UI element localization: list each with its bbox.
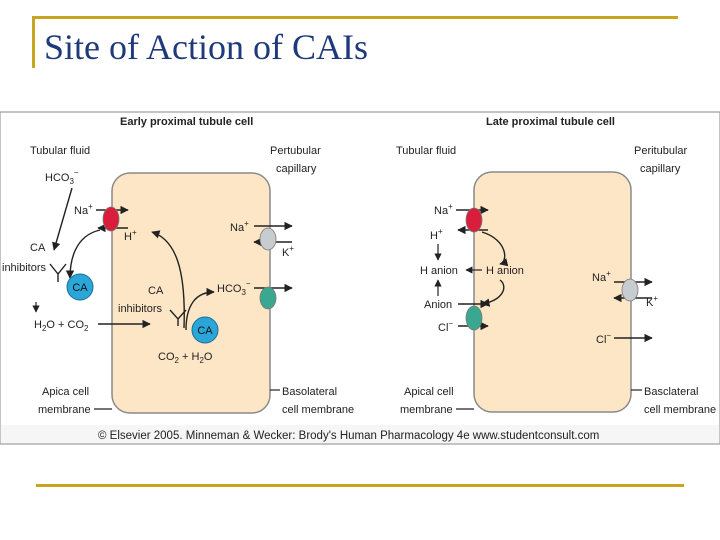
slide-title: Site of Action of CAIs xyxy=(44,27,368,67)
late-basolateral-line1: Basclateral xyxy=(644,386,698,398)
late-anion-label: Anion xyxy=(424,299,452,311)
late-baso-na-label: Na+ xyxy=(592,269,611,284)
late-peritubular-line1: Peritubular xyxy=(634,145,688,157)
early-ca-inhibitors-line2: inhibitors xyxy=(2,262,47,274)
early-ca-inhibitors-line1: CA xyxy=(30,242,46,254)
early-cell-ca-inhibitors-line1: CA xyxy=(148,285,164,297)
late-peritubular-line2: capillary xyxy=(640,163,681,175)
late-h-anion-left: H anion xyxy=(420,265,458,277)
early-na-label: Na+ xyxy=(74,202,93,217)
early-h-lumen-curve xyxy=(65,229,101,279)
early-cell-co2-h2o: CO2 + H2O xyxy=(158,351,213,365)
early-lumen-h2o-co2: H2O + CO2 xyxy=(34,319,89,333)
early-apical-line2: membrane xyxy=(38,404,91,416)
bottom-rule xyxy=(36,484,684,487)
early-hco3-transporter xyxy=(259,286,277,310)
late-baso-k-label: K+ xyxy=(646,294,658,309)
early-baso-na-label: Na+ xyxy=(230,219,249,234)
late-na-k-pump xyxy=(621,278,639,302)
late-h-label: H+ xyxy=(430,227,443,242)
early-cell-ca-label: CA xyxy=(197,325,213,337)
credit-band xyxy=(1,425,719,443)
early-cell-ca-inhibitors-line2: inhibitors xyxy=(118,303,163,315)
early-baso-hco3-label: HCO3− xyxy=(217,279,251,297)
early-baso-k-label: K+ xyxy=(282,244,294,259)
late-cl-label: Cl− xyxy=(438,319,453,334)
early-lumen-ca-enzyme xyxy=(66,273,94,301)
late-apical-line1: Apical cell xyxy=(404,386,454,398)
late-basolateral-line2: cell membrane xyxy=(644,404,716,416)
early-tubular-fluid-label: Tubular fluid xyxy=(30,145,90,157)
title-top-rule xyxy=(32,16,678,19)
late-cell-curve-upper xyxy=(481,231,509,267)
early-peritubular-line1: Pertubular xyxy=(270,145,321,157)
early-na-k-pump xyxy=(259,227,277,251)
late-cl-anion-exchanger xyxy=(465,305,483,331)
early-basolateral-line2: cell membrane xyxy=(282,404,354,416)
late-tubular-fluid-label: Tubular fluid xyxy=(396,145,456,157)
late-heading: Late proximal tubule cell xyxy=(486,116,615,128)
late-baso-cl-label: Cl− xyxy=(596,331,611,346)
late-cell xyxy=(473,171,632,413)
early-cell-inhibitor-y-icon xyxy=(169,309,187,326)
title-vertical-rule xyxy=(32,16,35,68)
early-na-h-exchanger xyxy=(102,206,120,232)
early-inhibitor-y-icon xyxy=(49,263,67,282)
late-h-anion-cell: H anion xyxy=(486,265,524,277)
early-hco3-label: HCO3− xyxy=(45,168,79,186)
early-cell xyxy=(111,172,271,414)
early-cell-hco3-curve xyxy=(185,287,215,331)
early-heading: Early proximal tubule cell xyxy=(120,116,253,128)
early-cell-ca-enzyme xyxy=(191,316,219,344)
early-basolateral-line1: Basolateral xyxy=(282,386,337,398)
early-hco3-down-arrow xyxy=(52,187,73,251)
early-peritubular-line2: capillary xyxy=(276,163,317,175)
late-apical-line2: membrane xyxy=(400,404,453,416)
late-na-h-exchanger xyxy=(465,207,483,233)
early-h-label: H+ xyxy=(124,228,137,243)
late-na-label: Na+ xyxy=(434,202,453,217)
early-lumen-ca-label: CA xyxy=(72,282,88,294)
early-apical-line1: Apica cell xyxy=(42,386,89,398)
early-cell-h-curve xyxy=(151,230,185,329)
figure-credit: © Elsevier 2005. Minneman & Wecker: Brod… xyxy=(98,430,599,442)
